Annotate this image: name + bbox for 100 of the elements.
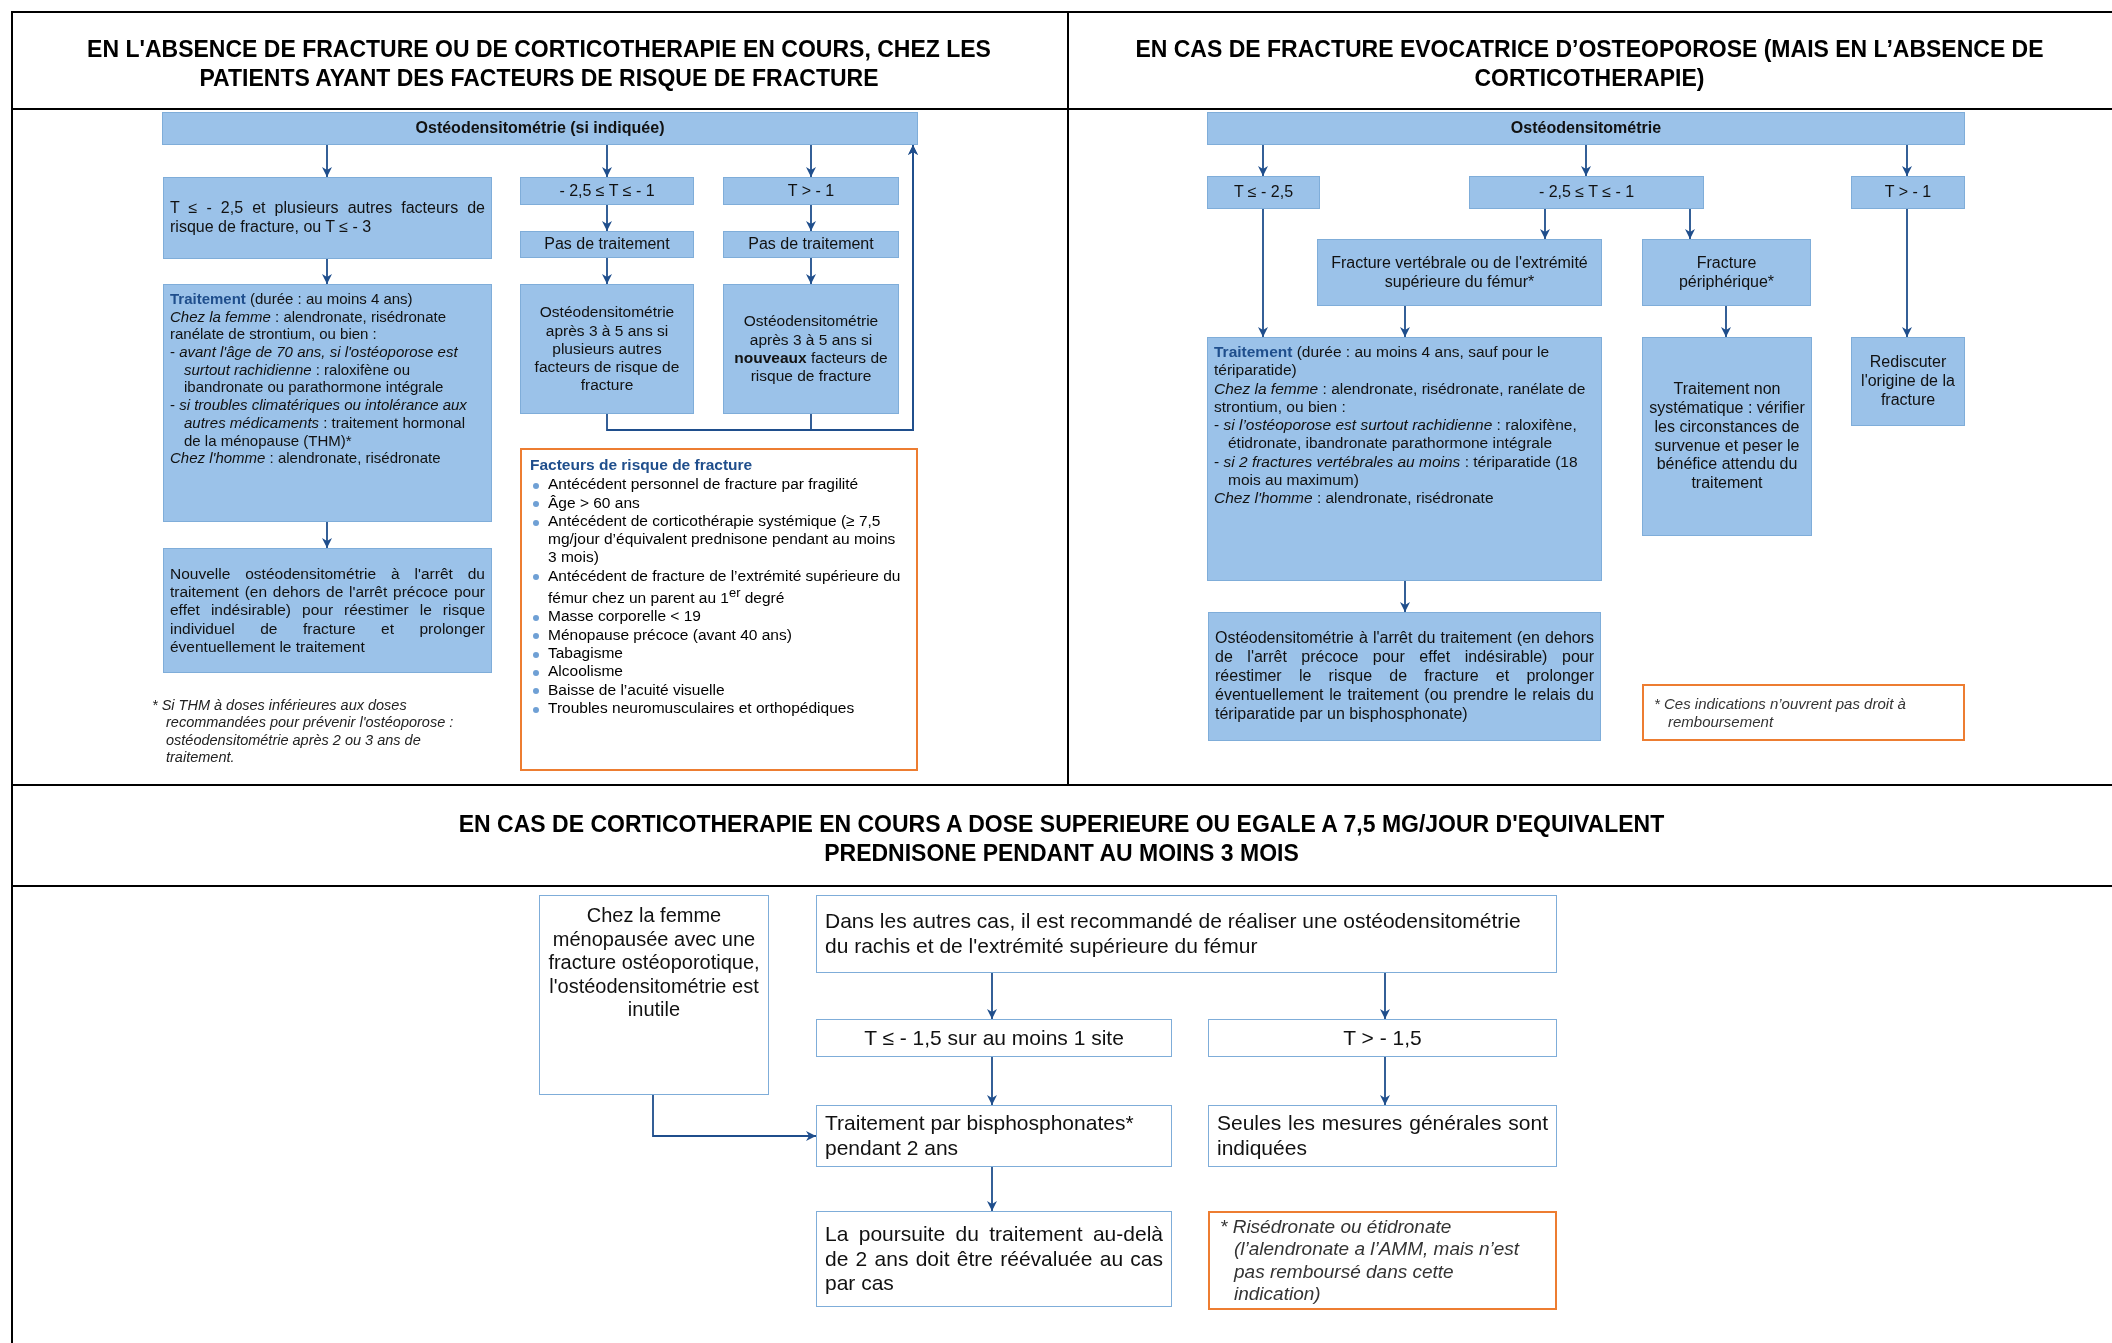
process-box [1851,176,1965,209]
arrow [1721,305,1731,338]
box-text: - 2,5 ≤ T ≤ - 1 [1537,183,1636,202]
arrow [987,1166,997,1212]
process-box [816,1019,1172,1057]
arrow [1400,580,1410,613]
box-text: - si troubles climatériques ou intolérance aux autres médicaments : traitement hormonal de la ménopause (THM)* [170,396,468,450]
arrow [1258,208,1268,338]
box-text: Ostéodensitométrie [1510,119,1662,138]
footnote-text: * Risédronate ou étidronate (l’alendronate a l’AMM, mais n’est pas remboursé dans cette indication) [1220,1215,1521,1306]
section-heading-text: EN CAS DE FRACTURE EVOCATRICE D’OSTEOPOROSE (MAIS EN L’ABSENCE DE CORTICOTHERAPIE) [1134,34,2045,93]
arrow [1902,144,1912,177]
process-box [1851,337,1965,426]
arrow [652,1094,817,1141]
arrow [810,144,918,431]
arrow [1400,305,1410,338]
process-box [816,1105,1172,1167]
arrow [1380,1056,1390,1106]
box-text: T > - 1 [786,181,836,201]
box-text: Fracture périphérique* [1677,253,1776,292]
arrow [987,1056,997,1106]
header-bar [1207,112,1965,145]
list-item: Troubles neuromusculaires et orthopédiques [530,698,908,718]
arrow [1258,144,1268,177]
process-box [816,895,1557,973]
info-box [520,448,918,771]
list-item: Masse corporelle < 19 [530,607,908,626]
box-text: Nouvelle ostéodensitométrie à l'arrêt du traitement (en dehors de l'arrêt précoce pour effet indésirable) pour réestimer le risque individuel de fracture et prolonger éventuellement le traitement [170,564,485,657]
arrow [806,144,816,178]
box-text: Chez la femme : alendronate, risédronate, ranélate de strontium, ou bien : [1214,379,1587,417]
footnote-box [1208,1211,1557,1310]
arrow [1581,144,1591,177]
box-heading: Facteurs de risque de fracture [530,456,754,475]
box-text: Fracture vertébrale ou de l'extrémité supérieure du fémur* [1330,253,1589,292]
box-text: Seules les mesures générales sont indiquées [1217,1111,1548,1161]
arrow [1540,208,1550,240]
arrow [806,257,816,285]
process-box [520,177,694,205]
box-text: T > - 1 [1883,183,1933,202]
treatment-box [1207,337,1602,581]
box-text: Traitement non systématique : vérifier les circonstances de survenue et peser le bénéfice attendu du traitement [1649,379,1805,494]
box-text: T ≤ - 1,5 sur au moins 1 site [863,1025,1125,1051]
box-text: Pas de traitement [747,235,875,254]
list-item: Tabagisme [530,643,908,663]
list-item: Alcoolisme [530,662,908,681]
list-item: Ménopause précoce (avant 40 ans) [530,625,908,644]
arrow [1685,208,1695,240]
box-text: Traitement (durée : au moins 4 ans) [170,290,414,308]
section-heading-text: EN CAS DE CORTICOTHERAPIE EN COURS A DOSE SUPERIEURE OU EGALE A 7,5 MG/JOUR D'EQUIVALENT PREDNISONE PENDANT AU MOINS 3 MOIS [457,809,1666,868]
process-box [163,177,492,259]
box-text: Ostéodensitométrie après 3 à 5 ans si nouveaux facteurs de risque de fracture [733,312,889,386]
box-text: Rediscuter l'origine de la fracture [1860,353,1956,410]
box-text: Traitement (durée : au moins 4 ans, sauf pour le tériparatide) [1214,343,1551,380]
process-box [723,231,899,258]
arrow [806,204,816,232]
box-text: - 2,5 ≤ T ≤ - 1 [558,181,656,201]
arrow [602,204,612,232]
process-box [1208,612,1601,741]
process-box [1208,1105,1557,1167]
box-text: T ≤ - 2,5 et plusieurs autres facteurs de risque de fracture, ou T ≤ - 3 [170,199,485,237]
box-text: Chez la femme ménopausée avec une fracture ostéoporotique, l'ostéodensitométrie est inutile [548,904,760,1022]
section-heading-text: EN L'ABSENCE DE FRACTURE OU DE CORTICOTHERAPIE EN COURS, CHEZ LES PATIENTS AYANT DES FACTEURS DE RISQUE DE FRACTURE [86,34,992,93]
box-text: Pas de traitement [543,235,671,254]
process-box [1469,176,1704,209]
process-box [1207,176,1320,209]
list-item: Baisse de l’acuité visuelle [530,680,908,699]
process-box [816,1211,1172,1307]
process-box [1208,1019,1557,1057]
process-box [723,177,899,205]
arrow [1902,208,1912,338]
arrow [987,972,997,1020]
process-box [520,284,694,414]
box-text: Chez l'homme : alendronate, risédronate [170,449,442,467]
process-box [163,548,492,673]
box-text: Ostéodensitométrie après 3 à 5 ans si plusieurs autres facteurs de risque de fracture [533,303,681,395]
arrow [322,144,332,178]
arrow [602,257,612,285]
box-text: Chez l'homme : alendronate, risédronate [1214,489,1495,508]
box-text: T ≤ - 2,5 [1232,183,1295,202]
box-text: Traitement par bisphosphonates* pendant 2 ans [825,1111,1135,1161]
header-bar [162,112,918,145]
treatment-box [163,284,492,522]
box-text: Dans les autres cas, il est recommandé de réaliser une ostéodensitométrie du rachis et de l'extrémité supérieure du fémur [825,909,1522,959]
list-item: Âge > 60 ans [530,493,908,512]
list-item: Antécédent de corticothérapie systémique (≥ 7,5 mg/jour d’équivalent prednisone pendant au moins 3 mois) [530,511,908,567]
arrow [602,144,612,178]
process-box [1317,239,1602,306]
section-panel [11,784,2112,1343]
list-item: Antécédent personnel de fracture par fragilité [530,475,908,494]
process-box [1642,337,1812,536]
footnote-box [1642,684,1965,741]
arrow [1380,972,1390,1020]
box-text: Ostéodensitométrie (si indiquée) [415,119,665,138]
box-text: T > - 1,5 [1342,1025,1423,1051]
section-panel [11,11,1067,784]
footnote-text: * Ces indications n’ouvrent pas droit à remboursement [1654,694,1907,731]
box-text: - si 2 fractures vertébrales au moins : tériparatide (18 mois au maximum) [1214,452,1579,490]
process-box [539,895,769,1095]
box-text: Chez la femme : alendronate, risédronate ranélate de strontium, ou bien : [170,307,447,344]
process-box [520,231,694,258]
